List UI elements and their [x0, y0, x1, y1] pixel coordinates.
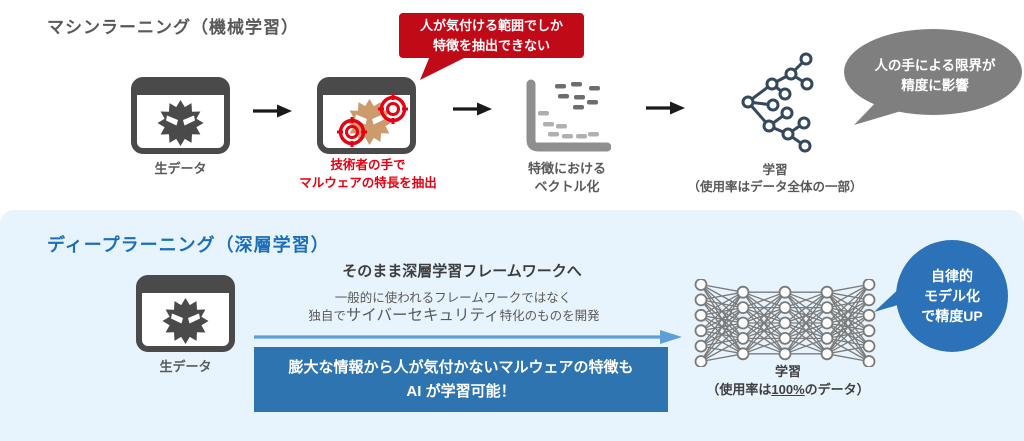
raw-data-window-icon — [131, 77, 230, 154]
ml-limitation-bubble: 人が気付ける範囲でしか 特徴を抽出できない — [399, 13, 584, 58]
gray-thought-bubble — [844, 29, 1022, 125]
dl-framework-headline: そのまま深層学習フレームワークへ — [342, 263, 582, 280]
blue-flow-arrow-icon — [254, 330, 682, 344]
ml-section-title: マシンラーニング（機械学習） — [47, 18, 299, 37]
dl-framework-sub1: 一般的に使われるフレームワークではなく — [334, 291, 572, 305]
dl-ai-learning-box: 膨大な情報から人が気付かないマルウェアの特徴も AI が学習可能！ — [254, 347, 668, 412]
tagged-malware-window-icon — [317, 77, 416, 154]
flow-arrow-icon — [646, 101, 685, 115]
dl-framework-sub2: 独自でサイバーセキュリティ特化のものを開発 — [264, 303, 644, 325]
scatter-chart-icon — [526, 79, 611, 152]
crosshair-marker-icon — [378, 94, 408, 124]
dl-learning-label-line2: （使用率は100%のデータ） — [706, 381, 870, 397]
flow-arrow-icon — [453, 102, 492, 116]
flow-arrow-icon — [253, 104, 292, 118]
raw-data-window-icon — [136, 275, 235, 352]
dl-learning-label: 学習 （使用率は100%のデータ） — [690, 363, 886, 398]
dl-framework-sub2-prefix: 独自で — [308, 309, 346, 323]
dl-framework-sub2-suffix: 特化のものを開発 — [499, 309, 600, 323]
dl-learning-label-line1: 学習 — [774, 364, 801, 379]
ml-raw-data-label: 生データ — [154, 161, 207, 176]
crosshair-marker-icon — [337, 117, 367, 147]
ml-extract-label: 技術者の手で マルウェアの特長を抽出 — [299, 158, 437, 190]
red-bubble-tail — [420, 56, 468, 80]
dl-raw-data-label: 生データ — [159, 359, 212, 374]
dl-section-title: ディープラーニング（深層学習） — [47, 235, 330, 255]
decision-tree-icon — [741, 52, 814, 153]
ml-learning-label: 学習 （使用率はデータ全体の一部） — [687, 163, 863, 194]
ml-human-limit-bubble-text: 人の手による限界が 精度に影響 — [874, 58, 996, 94]
dl-autonomous-bubble: 自律的 モデル化 で精度UP — [896, 240, 1008, 352]
ml-vectorize-label: 特徴における ベクトル化 — [527, 161, 606, 194]
neural-network-icon — [694, 279, 876, 367]
dl-framework-sub2-emphasis: サイバーセキュリティ — [345, 307, 500, 324]
